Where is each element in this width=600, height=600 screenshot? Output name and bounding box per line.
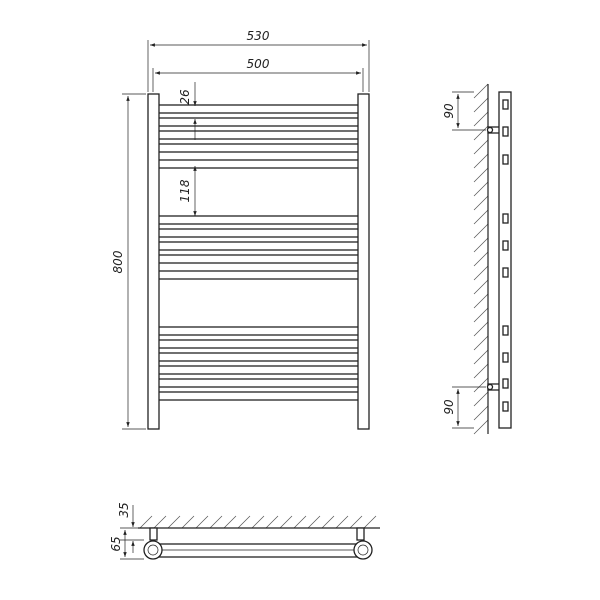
dimension-rail-pitch-label: 26 [178,89,192,105]
right-post [357,93,370,430]
rail-end [502,378,509,389]
rail-ends [502,99,509,412]
dimension-group-gap-label: 118 [178,179,192,202]
left-wall-mount [149,527,158,541]
rail [157,241,362,251]
side-post [498,91,512,429]
rail-end [502,126,509,137]
rail-end [502,240,509,251]
rail [157,159,362,169]
rail [157,254,362,264]
rail [157,143,362,153]
dimension-rail-pitch: 26 [178,82,197,140]
rail-end [502,213,509,224]
rail [157,215,362,225]
dimension-height-label: 800 [111,250,125,273]
dimension-bottom-offset-label: 90 [442,399,456,415]
dimension-depth-label: 65 [109,536,123,551]
rail-end [502,401,509,412]
front-view: 530 500 26 118 800 [111,29,370,430]
rail [157,365,362,375]
dimension-height: 800 [111,93,146,430]
rail [157,378,362,388]
dimension-wall-to-axis-label: 35 [117,502,131,517]
rail [157,352,362,362]
dimension-bottom-offset: 90 [442,386,486,429]
rail [157,104,362,114]
rail-end [502,267,509,278]
top-bracket-bolt [486,126,494,134]
rail [157,228,362,238]
rail [157,391,362,401]
top-view-rail [152,543,364,558]
rail [157,270,362,280]
dimension-pipe-centres-label: 500 [247,57,270,71]
rail [157,130,362,140]
bottom-bracket-bolt [486,383,494,391]
rail-end [502,325,509,336]
dimension-total-width: 530 [147,29,370,92]
dimension-group-gap: 118 [178,166,197,216]
right-post-top [353,540,373,560]
dimension-depth: 65 [109,530,144,560]
dimension-top-offset: 90 [442,91,486,131]
wall-hatching-side [473,83,489,435]
top-view: 35 65 [109,502,380,560]
rail-end [502,352,509,363]
rail [157,117,362,127]
dimension-wall-to-axis: 35 [117,502,144,553]
rail-end [502,154,509,165]
rail [157,326,362,336]
right-wall-mount [356,527,365,541]
rail [157,339,362,349]
left-post [147,93,160,430]
rails [157,104,362,401]
dimension-pipe-centres: 500 [152,57,364,92]
side-view: 90 90 [442,83,512,435]
rail-end [502,99,509,110]
dimension-top-offset-label: 90 [442,103,456,119]
left-post-top [143,540,163,560]
wall-hatching-top [139,515,377,529]
dimension-total-width-label: 530 [247,29,270,43]
